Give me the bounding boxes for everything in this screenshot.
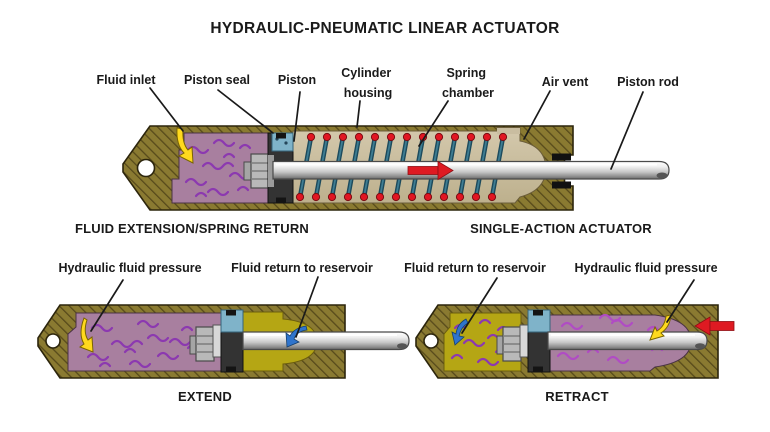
air-vent [497,128,520,134]
rod-motion-arrow [407,160,454,181]
leader-fluid-return-extend [295,276,319,338]
label-piston-rod: Piston rod [617,75,679,89]
fluid-inlet-arrow [78,317,94,353]
piston-rod [547,331,708,351]
page-title: HYDRAULIC-PNEUMATIC LINEAR ACTUATOR [210,20,559,37]
piston-notch [276,133,286,139]
rod-tip-shade [695,343,705,349]
leader-hydraulic-pressure-retract [666,279,695,323]
label-hydraulic-pressure-retract: Hydraulic fluid pressure [574,261,717,275]
label-piston-seal: Piston seal [184,73,250,87]
mounting-hole [423,333,439,349]
piston-notch [226,366,236,372]
rod-seal [552,153,571,161]
label-cylinder-housing: Cylinder housing [341,66,395,100]
fluid-inlet-arrow [649,314,672,341]
leader-cylinder-housing [356,100,361,128]
leader-hydraulic-pressure-extend [90,279,124,332]
part-labels-top: Fluid inlet Piston seal Piston Cylinder … [96,66,678,100]
nut-facets [251,162,269,180]
label-hydraulic-pressure-extend: Hydraulic fluid pressure [58,261,201,275]
fluid-return-arrow [451,318,469,346]
piston-assembly [189,309,244,373]
mounting-hole [136,158,156,178]
piston-rod [272,160,670,180]
piston-notch [533,366,543,372]
rod-seal [552,181,571,189]
rod-tip-shade [397,343,407,349]
caption-retract: RETRACT [545,389,609,404]
label-fluid-inlet: Fluid inlet [96,73,156,87]
leader-fluid-return-retract [461,277,498,334]
label-spring-chamber: Spring chamber [442,66,494,100]
leader-fluid-inlet [149,87,184,132]
single-action-actuator-diagram [122,125,670,211]
caption-extend: EXTEND [178,389,232,404]
label-piston: Piston [278,73,316,87]
caption-fluid-extension: FLUID EXTENSION/SPRING RETURN [75,221,309,236]
piston-notch [533,310,543,316]
fluid-inlet-arrow [176,127,194,164]
label-air-vent: Air vent [542,75,589,89]
caption-single-action: SINGLE-ACTION ACTUATOR [470,221,652,236]
leader-air-vent [523,90,551,140]
piston-notch [276,197,286,203]
piston-notch [226,310,236,316]
piston-rod [242,331,410,351]
nut-facets [196,335,214,353]
extend-actuator-diagram [37,304,410,379]
leader-piston [293,91,301,142]
nut-facets [503,335,521,353]
retract-actuator-diagram [415,304,735,379]
label-fluid-return-retract: Fluid return to reservoir [404,261,546,275]
fluid-return-arrow [285,325,308,348]
rod-tip-shade [656,172,668,179]
leader-piston-seal [217,89,274,134]
leader-lines-top [149,87,644,170]
mounting-hole [45,333,61,349]
leader-spring-chamber [418,100,449,147]
piston-hub [268,155,274,187]
leader-piston-rod [610,91,644,170]
label-fluid-return-extend: Fluid return to reservoir [231,261,373,275]
retract-force-arrow [694,316,735,336]
piston-assembly [496,309,551,373]
seal-detail [284,141,288,145]
